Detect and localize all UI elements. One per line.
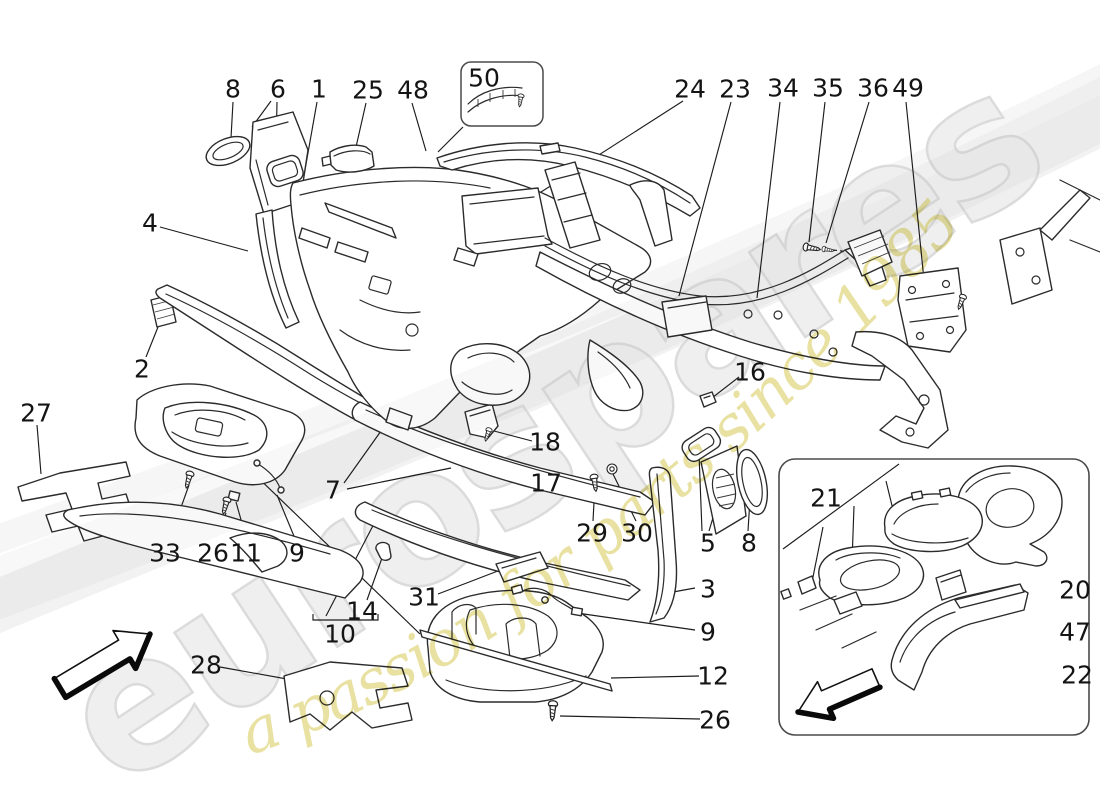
part-label-33-15[interactable]: 33 (149, 538, 181, 568)
underdash-assembly (419, 584, 613, 703)
part-label-29-22[interactable]: 29 (576, 518, 608, 548)
part-label-31-28[interactable]: 31 (408, 582, 440, 612)
part-label-30-23[interactable]: 30 (621, 518, 653, 548)
part-label-34-8[interactable]: 34 (767, 73, 799, 103)
screw-icons (181, 242, 968, 722)
part-label-22-38[interactable]: 22 (1061, 660, 1093, 690)
part-label-4-12[interactable]: 4 (142, 208, 158, 238)
part-label-5-25[interactable]: 5 (700, 528, 716, 558)
part-label-7-19[interactable]: 7 (325, 475, 341, 505)
part-label-3-27[interactable]: 3 (700, 574, 716, 604)
part-label-21-35[interactable]: 21 (810, 483, 842, 513)
part-label-12-33[interactable]: 12 (697, 661, 729, 691)
part-label-48-4[interactable]: 48 (397, 75, 429, 105)
knee-trim-strip (354, 501, 641, 601)
part-label-24-6[interactable]: 24 (674, 74, 706, 104)
part-label-47-37[interactable]: 47 (1059, 617, 1091, 647)
part-label-23-7[interactable]: 23 (719, 74, 751, 104)
part-label-6-1[interactable]: 6 (270, 74, 286, 104)
part-label-25-3[interactable]: 25 (352, 75, 384, 105)
part-label-2-13[interactable]: 2 (134, 354, 150, 384)
inset-direction-arrow-icon (795, 667, 883, 722)
column-support-bracket (851, 267, 967, 449)
part-label-36-10[interactable]: 36 (857, 73, 889, 103)
part-label-16-24[interactable]: 16 (734, 357, 766, 387)
part-label-27-14[interactable]: 27 (20, 398, 52, 428)
part-label-8-26[interactable]: 8 (741, 528, 757, 558)
part-label-9-18[interactable]: 9 (289, 538, 305, 568)
b-pillar-trim (648, 466, 678, 623)
part-label-50-5[interactable]: 50 (468, 63, 500, 93)
fastener-clip-16 (699, 391, 717, 408)
part-label-18-20[interactable]: 18 (529, 427, 561, 457)
passenger-airbag-module (453, 187, 553, 267)
part-label-14-29[interactable]: 14 (346, 596, 378, 626)
part-label-17-21[interactable]: 17 (530, 468, 562, 498)
steering-column-inset (778, 458, 1090, 736)
part-label-26-16[interactable]: 26 (197, 538, 229, 568)
part-label-28-31[interactable]: 28 (190, 650, 222, 680)
part-label-1-2[interactable]: 1 (311, 74, 327, 104)
part-label-20-36[interactable]: 20 (1059, 575, 1091, 605)
part-label-11-17[interactable]: 11 (230, 538, 262, 568)
right-vent-parts (681, 426, 769, 535)
artwork (17, 61, 1100, 736)
part-label-8-0[interactable]: 8 (225, 74, 241, 104)
part-label-49-11[interactable]: 49 (892, 73, 924, 103)
part-label-9-32[interactable]: 9 (700, 617, 716, 647)
part-label-10-30[interactable]: 10 (324, 619, 356, 649)
part-label-26-34[interactable]: 26 (699, 705, 731, 735)
small-top-cover (321, 144, 375, 173)
gasket-plate-bottom (283, 661, 413, 731)
direction-arrow-icon (51, 629, 153, 701)
part-label-35-9[interactable]: 35 (812, 73, 844, 103)
screw-detail-inset (460, 61, 544, 127)
a-pillar-trim (255, 209, 300, 329)
